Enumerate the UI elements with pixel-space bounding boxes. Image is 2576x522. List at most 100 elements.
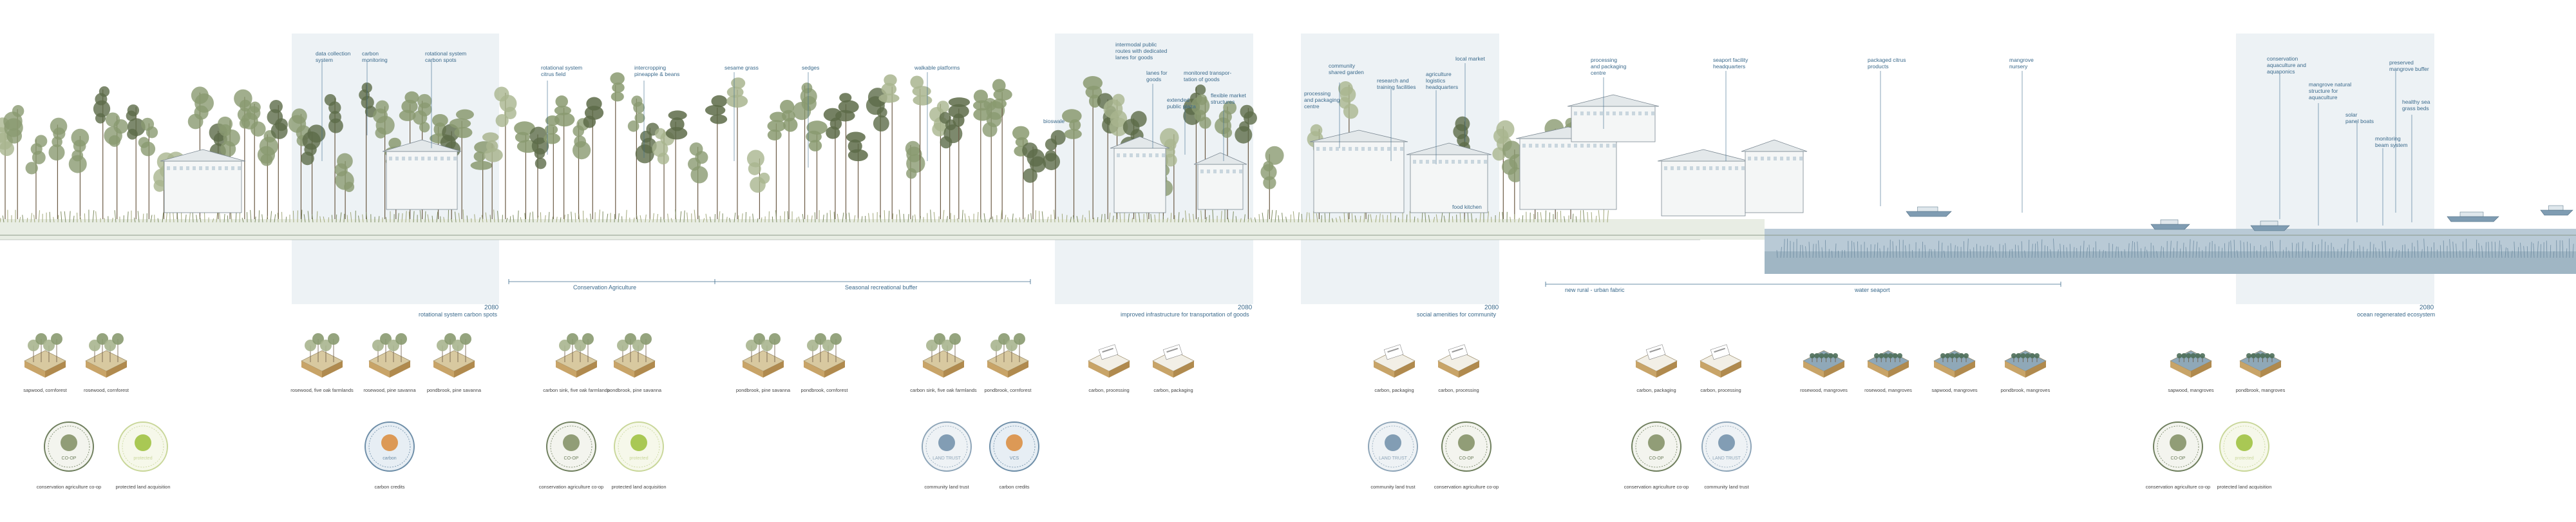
crop-stem <box>1285 217 1287 223</box>
crop-stem <box>564 215 565 223</box>
crop-stem <box>1443 215 1446 223</box>
crop-stem <box>1433 217 1435 223</box>
tree <box>399 91 419 219</box>
marsh-stem <box>2526 246 2528 258</box>
crop-stem <box>614 214 616 223</box>
marsh-stem <box>2128 243 2130 258</box>
seal-lettering: LAND TRUST <box>1712 456 1741 461</box>
badge-caption: protected land acquisition <box>2217 484 2272 490</box>
crop-stem <box>1282 213 1283 223</box>
marsh-stem <box>1899 239 1900 258</box>
crop-stem <box>1012 213 1014 223</box>
crop-stem <box>687 212 688 223</box>
marsh-stem <box>2269 240 2271 258</box>
seal-lettering: LAND TRUST <box>933 456 961 461</box>
crop-stem <box>663 218 665 223</box>
crop-stem <box>1347 213 1349 223</box>
crop-stem <box>837 213 839 223</box>
block-caption: rosewood, mangroves <box>1800 387 1848 393</box>
crop-stem <box>1406 214 1408 223</box>
marsh-stem <box>1967 238 1969 258</box>
panel-caption: improved infrastructure for transportati… <box>1121 311 1249 318</box>
crop-stem <box>509 216 511 223</box>
annotation-label: flexible market structures <box>1211 92 1246 105</box>
crop-stem <box>1004 215 1007 223</box>
crop-stem <box>741 213 743 223</box>
annotation-label: conservation aquaculture and aquaponics <box>2267 55 2306 75</box>
crop-stem <box>1166 217 1168 223</box>
crop-stem <box>462 209 464 223</box>
marsh-stem <box>2356 249 2358 258</box>
annotation-label: data collection system <box>316 50 351 63</box>
tree <box>780 99 798 219</box>
crop-stem <box>1339 216 1341 223</box>
crop-stem <box>481 215 484 223</box>
crop-stem <box>989 217 991 223</box>
tree <box>705 95 728 219</box>
crop-stem <box>1502 211 1504 223</box>
crop-stem <box>625 209 627 223</box>
crop-stem <box>413 211 415 223</box>
marsh-stem <box>2421 249 2423 258</box>
block-caption: rosewood, mangroves <box>1864 387 1912 393</box>
crop-stem <box>956 218 959 223</box>
crop-stem <box>907 214 909 223</box>
block-caption: pondbrook, mangroves <box>2235 387 2286 393</box>
tree <box>126 104 146 219</box>
tree-canopy <box>0 72 2574 258</box>
crop-stem <box>1540 212 1542 223</box>
iso-block <box>368 333 411 378</box>
annotation-label: extended public plaza <box>1167 97 1196 110</box>
crop-stem <box>162 212 164 223</box>
crop-stem <box>2 215 5 223</box>
marsh-stem <box>1821 247 1823 258</box>
crop-stem <box>1316 213 1318 223</box>
crop-stem <box>811 215 813 223</box>
marsh-stem <box>2307 250 2309 258</box>
marsh-stem <box>1799 244 1801 258</box>
annotation-label: solar panel boats <box>2345 111 2374 124</box>
crop-stem <box>718 211 721 223</box>
marsh-stem <box>2382 241 2383 258</box>
market-structure <box>1110 136 1170 213</box>
seal-lettering: CO-OP <box>62 456 77 461</box>
marsh-stem <box>2228 242 2230 258</box>
crop-stem <box>1354 215 1357 223</box>
marsh-stem <box>2340 247 2342 258</box>
marsh-stem <box>2311 242 2313 258</box>
crop-stem <box>1421 211 1423 223</box>
crop-stem <box>1267 209 1269 223</box>
crop-stem <box>679 211 682 223</box>
crop-stem <box>574 213 576 223</box>
tree <box>324 93 343 219</box>
marsh-stem <box>2315 245 2316 258</box>
crop-stem <box>307 211 310 223</box>
tree <box>104 112 128 219</box>
crop-stem <box>757 218 759 223</box>
marsh-stem <box>2009 249 2011 258</box>
annotation-label: mangrove nursery <box>2009 57 2034 70</box>
seal-badge: protected <box>614 421 664 472</box>
iso-block <box>987 333 1029 378</box>
crop-stem <box>556 217 558 223</box>
iso-block <box>613 333 656 378</box>
crop-stem <box>79 216 82 223</box>
panel-year: 2080 <box>1238 304 1253 311</box>
tree <box>1260 146 1284 219</box>
crop-stem <box>95 211 97 223</box>
crop-stem <box>1054 209 1056 223</box>
marsh-stem <box>2195 241 2197 258</box>
crop-stem <box>343 213 345 223</box>
crop-stem <box>1479 213 1481 223</box>
badge-caption: carbon credits <box>999 484 1030 490</box>
marsh-stem <box>1912 249 1913 258</box>
iso-block <box>1437 344 1480 378</box>
crop-stem <box>1370 214 1372 223</box>
tree <box>300 124 326 219</box>
crop-stem <box>1070 217 1072 223</box>
crop-stem <box>436 211 439 223</box>
marsh-stem <box>2530 242 2532 258</box>
crop-stem <box>683 210 685 223</box>
crop-stem <box>1394 215 1396 223</box>
marsh-stem <box>2553 251 2555 258</box>
